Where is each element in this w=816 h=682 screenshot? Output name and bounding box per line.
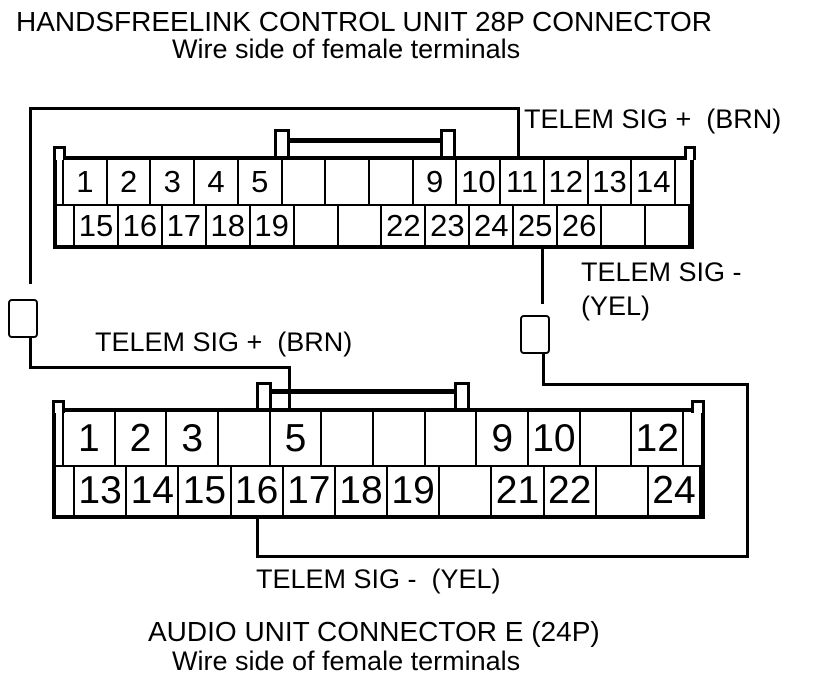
pin-cell-28p-3: 3: [151, 160, 196, 204]
pin-cell-24p-16: 16: [231, 467, 284, 515]
top-connector-subtitle: Wire side of female terminals: [172, 34, 521, 64]
pin-cell-28p-17: 17: [162, 206, 207, 245]
connector-end-spacer: [676, 160, 692, 204]
pin-cell-24p-3: 3: [167, 412, 220, 465]
pin-cell-24p-15: 15: [179, 467, 232, 515]
pin-cell-28p-26: 26: [558, 206, 603, 245]
pin-cell-28p-16: 16: [118, 206, 163, 245]
wire-telem-plus-segment: [517, 108, 520, 160]
pin-cell-28p-4: 4: [195, 160, 239, 204]
latch-post: [440, 129, 456, 160]
pin-cell-28p-24: 24: [470, 206, 515, 245]
latch-post: [274, 129, 290, 160]
wire-telem-minus-segment: [542, 383, 749, 386]
pin-cell-28p-10: 10: [457, 160, 502, 204]
pin-cell-24p-19: 19: [388, 467, 441, 515]
pin-cell-24p-5: 5: [270, 412, 323, 465]
wire-telem-plus-segment: [29, 107, 32, 284]
wire-telem-plus-segment: [29, 366, 291, 369]
pin-cell-unused: [294, 206, 339, 245]
pin-cell-unused: [425, 412, 478, 465]
top-connector-title: HANDSFREELINK CONTROL UNIT 28P CONNECTOR: [16, 6, 712, 37]
pin-cell-24p-21: 21: [492, 467, 545, 515]
pin-cell-28p-9: 9: [413, 160, 458, 204]
pin-cell-24p-17: 17: [283, 467, 336, 515]
pin-cell-28p-19: 19: [250, 206, 295, 245]
pin-cell-unused: [282, 160, 327, 204]
pin-cell-28p-2: 2: [107, 160, 152, 204]
pin-cell-24p-24: 24: [648, 467, 702, 515]
pin-cell-28p-18: 18: [206, 206, 251, 245]
latch-bridge-bar: [288, 138, 442, 143]
inline-joint-connector-symbol: [8, 299, 38, 338]
row-divider: [56, 465, 701, 467]
pin-cell-28p-11: 11: [501, 160, 545, 204]
pin-cell-28p-1: 1: [64, 160, 108, 204]
latch-post: [256, 382, 272, 413]
wire-telem-minus-segment: [256, 555, 749, 558]
row-divider: [57, 204, 690, 206]
pin-cell-unused: [440, 467, 493, 515]
pin-cell-24p-2: 2: [115, 412, 168, 465]
pin-cell-24p-22: 22: [544, 467, 597, 515]
connector-corner-notch: [53, 146, 66, 160]
pin-cell-28p-25: 25: [514, 206, 559, 245]
inline-joint-connector-symbol: [520, 315, 550, 354]
bottom-connector-title: AUDIO UNIT CONNECTOR E (24P): [148, 616, 600, 647]
latch-post: [454, 382, 470, 413]
pin-cell-28p-5: 5: [238, 160, 283, 204]
pin-cell-28p-23: 23: [426, 206, 471, 245]
connector-end-spacer: [684, 412, 702, 465]
telem-sig-plus-label-top: TELEM SIG + (BRN): [524, 104, 782, 134]
pin-cell-unused: [322, 412, 375, 465]
latch-bridge-bar: [272, 389, 458, 394]
wire-telem-minus-segment: [542, 354, 545, 385]
pin-cell-28p-15: 15: [75, 206, 119, 245]
connector-corner-notch: [684, 146, 696, 160]
pin-cell-24p-9: 9: [477, 412, 530, 465]
connector-end-spacer: [57, 206, 75, 245]
pin-cell-unused: [326, 160, 371, 204]
connector-corner-notch: [52, 400, 65, 413]
telem-sig-plus-label-mid: TELEM SIG + (BRN): [95, 327, 353, 357]
telem-sig-minus-label-right-line2: (YEL): [581, 291, 651, 321]
pin-cell-28p-12: 12: [544, 160, 589, 204]
pin-cell-24p-14: 14: [127, 467, 180, 515]
pin-cell-unused: [338, 206, 383, 245]
connector-end-spacer: [56, 467, 75, 515]
pin-cell-unused: [219, 412, 271, 465]
pin-cell-28p-13: 13: [588, 160, 633, 204]
connector-corner-notch: [691, 400, 705, 413]
wire-telem-plus-segment: [29, 338, 32, 369]
pin-cell-unused: [580, 412, 633, 465]
pin-cell-24p-18: 18: [335, 467, 389, 515]
wire-telem-minus-segment: [256, 519, 259, 557]
pin-cell-unused: [374, 412, 426, 465]
pin-cell-24p-13: 13: [75, 467, 128, 515]
pin-cell-24p-12: 12: [632, 412, 685, 465]
pin-cell-unused: [370, 160, 414, 204]
wire-telem-plus-segment: [29, 107, 520, 110]
pin-cell-unused: [645, 206, 690, 245]
pin-cell-24p-1: 1: [64, 412, 116, 465]
telem-sig-minus-label-bottom: TELEM SIG - (YEL): [256, 564, 501, 594]
pin-cell-unused: [602, 206, 646, 245]
pin-cell-unused: [596, 467, 649, 515]
wire-telem-minus-segment: [746, 383, 749, 558]
pin-cell-28p-14: 14: [632, 160, 677, 204]
telem-sig-minus-label-right-line1: TELEM SIG -: [581, 257, 742, 287]
bottom-connector-subtitle: Wire side of female terminals: [172, 646, 521, 676]
pin-cell-24p-10: 10: [529, 412, 581, 465]
wire-telem-minus-segment: [541, 249, 544, 304]
pin-cell-28p-22: 22: [382, 206, 427, 245]
